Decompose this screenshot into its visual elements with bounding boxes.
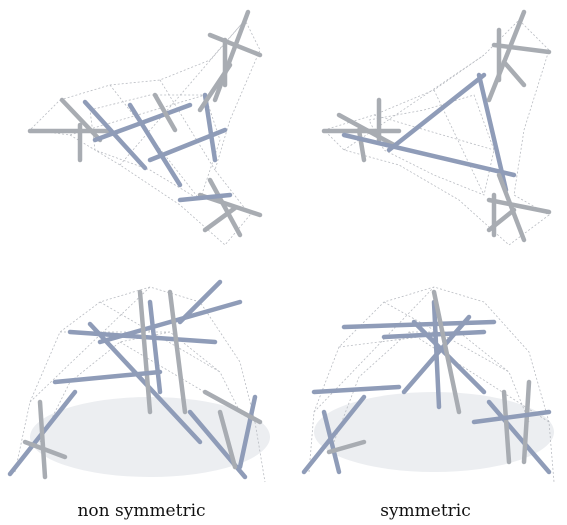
ground-shadow [30,397,270,477]
strut [97,299,243,345]
strut [37,399,48,480]
strut [167,289,188,415]
strut [237,394,258,470]
strut [356,127,367,163]
strut [301,394,367,475]
strut [207,177,243,238]
strut [401,314,472,395]
strut [486,9,527,103]
strut [326,439,367,455]
cable [159,79,216,171]
caption-non-symmetric: non symmetric [77,501,206,521]
strut [52,369,163,385]
tensegrity-top-view-symmetric [321,9,552,246]
cable-network [323,19,550,246]
tensegrity-perspective-non-symmetric [7,279,270,483]
perspective-view-symmetric [284,262,567,498]
top-view-symmetric [284,0,567,262]
strut [496,172,527,243]
strut [501,389,512,465]
struts [27,9,263,238]
tensegrity-top-view-non-symmetric [27,9,263,246]
strut [217,409,238,470]
cable [14,286,266,483]
strut [341,132,517,178]
cable [373,114,495,151]
strut [87,321,203,445]
strut [321,409,342,475]
strut [59,97,103,143]
tensegrity-perspective-symmetric [301,286,555,483]
strut [127,102,183,188]
strut [521,379,532,465]
strut [501,59,527,88]
cable [69,94,206,136]
caption-symmetric: symmetric [380,501,471,521]
strut [431,289,462,415]
strut [311,384,402,395]
cable [29,286,151,403]
strut [177,279,223,325]
strut [471,409,552,425]
cable [29,19,261,246]
top-view-non-symmetric [0,0,283,262]
perspective-view-non-symmetric [0,262,283,498]
strut [137,289,153,415]
strut [147,299,163,395]
cable [368,94,495,196]
ground-shadow [314,392,554,472]
cable [433,89,485,196]
strut [486,207,517,233]
strut [202,389,263,425]
cable [343,54,485,151]
strut [202,205,238,233]
struts [321,9,552,243]
strut [336,112,397,148]
strut [476,72,509,193]
struts [7,279,263,480]
strut [202,92,218,163]
strut [386,72,487,153]
strut [152,92,178,133]
strut [177,192,233,203]
strut [491,42,552,55]
struts [301,289,552,475]
strut [486,197,552,215]
strut [212,9,251,103]
strut [486,399,552,475]
strut [197,62,233,113]
